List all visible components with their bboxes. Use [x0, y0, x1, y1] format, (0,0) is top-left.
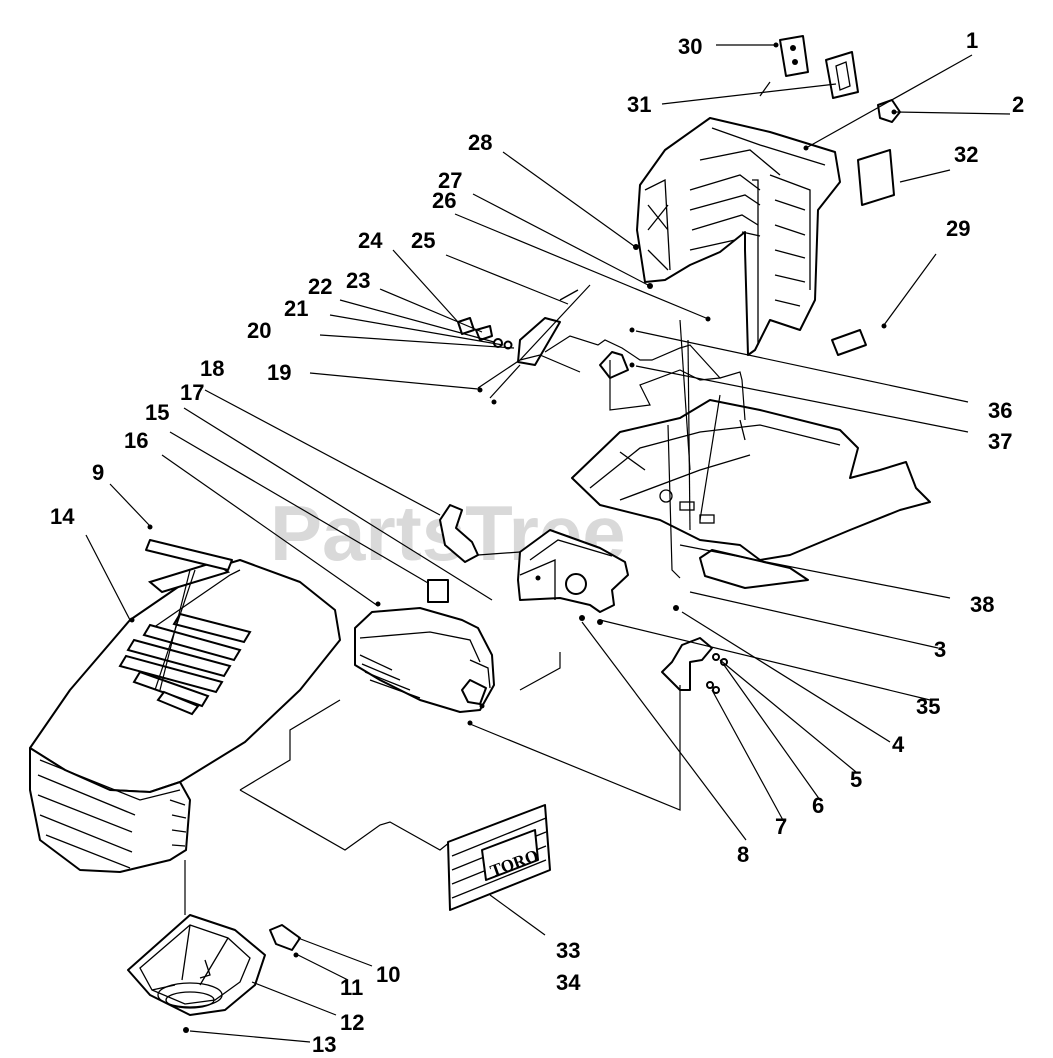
part-2-knob	[877, 99, 901, 123]
callout-10: 10	[376, 962, 400, 987]
callout-7: 7	[775, 814, 787, 839]
callout-11: 11	[340, 975, 363, 1000]
footrest-platform	[571, 399, 931, 589]
callout-2: 2	[1012, 92, 1024, 117]
callout-labels: 1 2 3 4 5 6 7 8 9 10 11 12 13 14 15 16 1…	[50, 28, 1024, 1057]
callout-23: 23	[346, 268, 370, 293]
callout-14: 14	[50, 504, 75, 529]
callout-3: 3	[934, 637, 946, 662]
callout-21: 21	[284, 296, 308, 321]
callout-18: 18	[200, 356, 224, 381]
dash-panel	[354, 601, 495, 726]
brackets-4-7	[661, 605, 728, 694]
seat-pan	[636, 117, 841, 356]
bracket-37	[599, 351, 629, 379]
callout-13: 13	[312, 1032, 336, 1057]
callout-36: 36	[988, 398, 1012, 423]
decal-30	[779, 35, 809, 77]
dash-support	[517, 529, 629, 625]
decal-31	[825, 51, 859, 99]
decal-9	[145, 539, 233, 571]
callout-17: 17	[180, 380, 204, 405]
callout-27: 27	[438, 168, 462, 193]
toro-plate: TORO	[447, 804, 551, 911]
callout-37: 37	[988, 429, 1012, 454]
hood-14	[29, 559, 341, 873]
callout-12: 12	[340, 1010, 364, 1035]
callout-33: 33	[556, 938, 580, 963]
callout-1: 1	[966, 28, 978, 53]
callout-9: 9	[92, 460, 104, 485]
clip-10	[269, 924, 301, 951]
callout-31: 31	[627, 92, 651, 117]
callout-6: 6	[812, 793, 824, 818]
callout-35: 35	[916, 694, 940, 719]
callout-5: 5	[850, 767, 862, 792]
decal-29	[831, 329, 867, 356]
callout-34: 34	[556, 970, 581, 995]
callout-24: 24	[358, 228, 383, 253]
callout-8: 8	[737, 842, 749, 867]
callout-16: 16	[124, 428, 148, 453]
callout-25: 25	[411, 228, 435, 253]
callout-20: 20	[247, 318, 271, 343]
callout-19: 19	[267, 360, 291, 385]
callout-38: 38	[970, 592, 994, 617]
callout-32: 32	[954, 142, 978, 167]
bracket-18	[439, 504, 479, 563]
callout-15: 15	[145, 400, 169, 425]
callout-26: 26	[432, 188, 456, 213]
callout-30: 30	[678, 34, 702, 59]
decal-32	[857, 149, 895, 206]
callout-4: 4	[892, 732, 905, 757]
callout-29: 29	[946, 216, 970, 241]
air-intake-12	[127, 914, 266, 1033]
leader-lines	[85, 42, 1011, 1043]
callout-28: 28	[468, 130, 492, 155]
throttle-control-assembly	[457, 284, 635, 405]
callout-22: 22	[308, 274, 332, 299]
decal-17	[427, 579, 449, 603]
